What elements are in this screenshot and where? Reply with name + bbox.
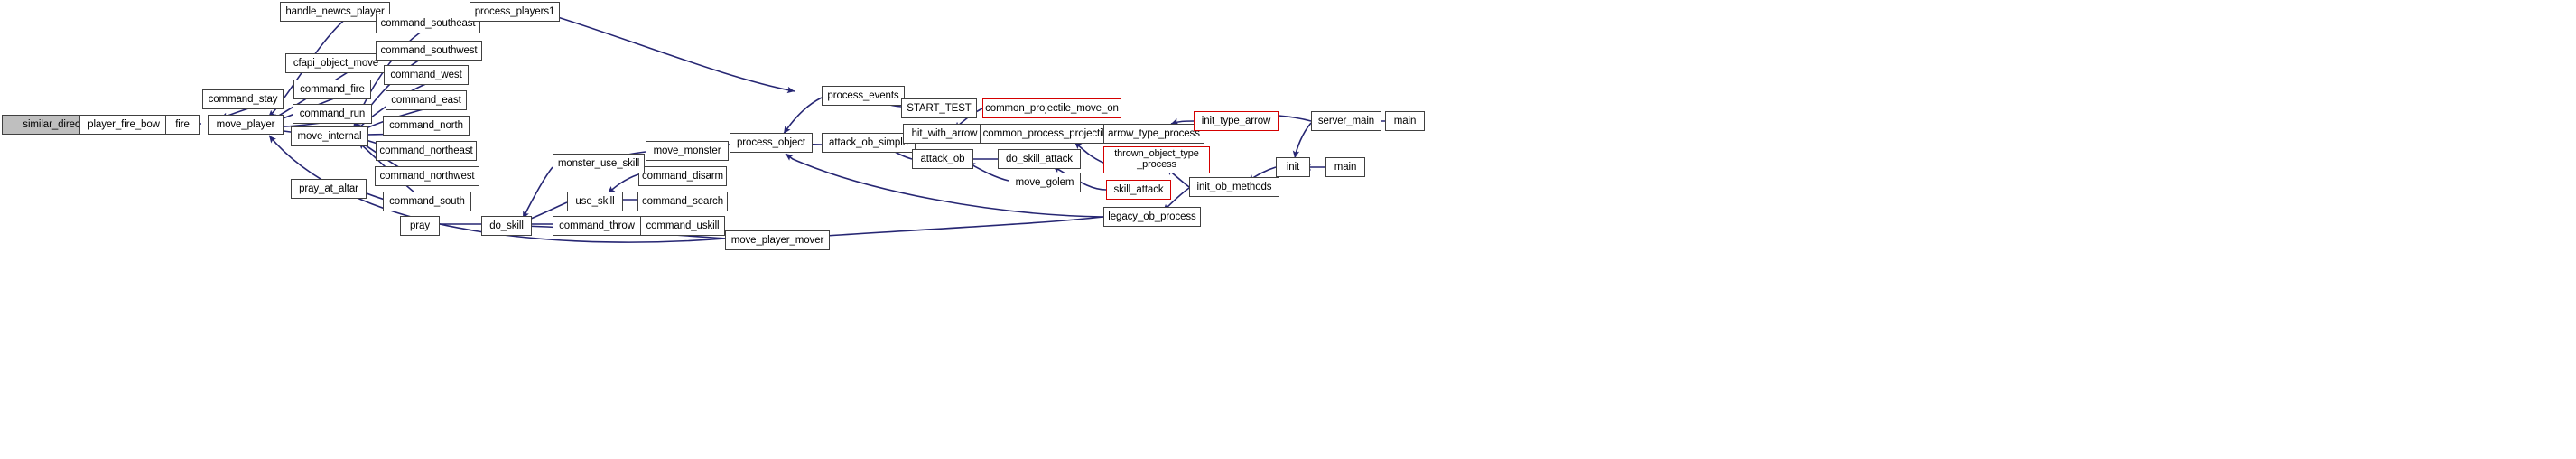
node-label: skill_attack: [1113, 183, 1164, 195]
node-label: use_skill: [575, 195, 615, 207]
node-label: command_southwest: [380, 44, 478, 56]
graph-node-command-south[interactable]: command_south: [383, 192, 471, 211]
graph-node-common-process-projectile[interactable]: common_process_projectile: [980, 124, 1113, 144]
node-label: attack_ob_simple: [829, 136, 908, 148]
graph-node-hit-with-arrow[interactable]: hit_with_arrow: [903, 124, 986, 144]
graph-node-thrown-object-type-process[interactable]: thrown_object_type _process: [1103, 146, 1210, 173]
node-label: legacy_ob_process: [1108, 211, 1196, 222]
graph-node-move-golem[interactable]: move_golem: [1009, 173, 1081, 192]
node-label: common_process_projectile: [982, 127, 1111, 139]
graph-node-command-run[interactable]: command_run: [293, 104, 372, 124]
node-label: init_type_arrow: [1201, 115, 1271, 126]
graph-node-use-skill[interactable]: use_skill: [567, 192, 623, 211]
node-label: process_events: [827, 89, 899, 101]
graph-node-command-northwest[interactable]: command_northwest: [375, 166, 479, 186]
node-label: command_south: [389, 195, 465, 207]
node-label: command_north: [389, 119, 463, 131]
node-label: init: [1286, 161, 1300, 173]
graph-node-command-search[interactable]: command_search: [637, 192, 728, 211]
graph-node-pray[interactable]: pray: [400, 216, 440, 236]
graph-node-fire[interactable]: fire: [165, 115, 200, 135]
graph-node-attack-ob[interactable]: attack_ob: [912, 149, 973, 169]
node-label: START_TEST: [907, 102, 972, 114]
graph-node-process-events[interactable]: process_events: [822, 86, 905, 106]
graph-node-cfapi-object-move[interactable]: cfapi_object_move: [285, 53, 386, 73]
node-label: do_skill: [489, 220, 524, 231]
graph-node-server-main[interactable]: server_main: [1311, 111, 1381, 131]
graph-node-arrow-type-process[interactable]: arrow_type_process: [1103, 124, 1204, 144]
node-label: thrown_object_type _process: [1114, 148, 1199, 170]
node-label: handle_newcs_player: [285, 5, 385, 17]
graph-node-command-southeast[interactable]: command_southeast: [376, 14, 480, 33]
graph-node-command-north[interactable]: command_north: [383, 116, 470, 136]
node-label: move_player_mover: [730, 234, 824, 246]
graph-node-handle-newcs-player[interactable]: handle_newcs_player: [280, 2, 390, 22]
graph-node-move-player[interactable]: move_player: [208, 115, 284, 135]
node-label: command_uskill: [646, 220, 720, 231]
graph-node-start-test[interactable]: START_TEST: [901, 98, 977, 118]
node-label: command_northeast: [379, 145, 473, 156]
graph-node-init-type-arrow[interactable]: init_type_arrow: [1194, 111, 1279, 131]
graph-node-command-west[interactable]: command_west: [384, 65, 469, 85]
node-label: command_disarm: [642, 170, 723, 182]
graph-node-player-fire-bow[interactable]: player_fire_bow: [79, 115, 168, 135]
graph-node-common-projectile-move-on[interactable]: common_projectile_move_on: [982, 98, 1121, 118]
graph-node-command-east[interactable]: command_east: [386, 90, 467, 110]
graph-node-main-bottom[interactable]: main: [1325, 157, 1365, 177]
graph-node-command-southwest[interactable]: command_southwest: [376, 41, 482, 61]
node-label: process_players1: [474, 5, 555, 17]
node-label: main: [1393, 115, 1417, 126]
node-label: pray_at_altar: [299, 183, 358, 194]
graph-node-command-disarm[interactable]: command_disarm: [638, 166, 727, 186]
graph-node-process-object[interactable]: process_object: [730, 133, 813, 153]
node-label: command_stay: [208, 93, 278, 105]
node-label: monster_use_skill: [557, 157, 640, 169]
graph-node-move-internal[interactable]: move_internal: [291, 126, 368, 146]
node-label: fire: [175, 118, 190, 130]
node-label: command_west: [390, 69, 462, 80]
node-label: main: [1334, 161, 1357, 173]
node-label: command_fire: [300, 83, 365, 95]
graph-node-monster-use-skill[interactable]: monster_use_skill: [553, 154, 645, 173]
node-label: command_search: [641, 195, 723, 207]
node-label: command_east: [391, 94, 461, 106]
graph-node-legacy-ob-process[interactable]: legacy_ob_process: [1103, 207, 1201, 227]
graph-node-do-skill[interactable]: do_skill: [481, 216, 532, 236]
graph-node-init[interactable]: init: [1276, 157, 1310, 177]
node-label: move_internal: [297, 130, 362, 142]
graph-node-command-northeast[interactable]: command_northeast: [376, 141, 477, 161]
node-label: move_monster: [653, 145, 721, 156]
node-label: do_skill_attack: [1006, 153, 1073, 164]
node-label: server_main: [1317, 115, 1375, 126]
graph-node-process-players1[interactable]: process_players1: [470, 2, 560, 22]
graph-node-pray-at-altar[interactable]: pray_at_altar: [291, 179, 367, 199]
graph-node-command-fire[interactable]: command_fire: [293, 80, 371, 99]
graph-node-init-ob-methods[interactable]: init_ob_methods: [1189, 177, 1279, 197]
node-label: player_fire_bow: [88, 118, 160, 130]
node-label: attack_ob: [920, 153, 965, 164]
node-label: command_throw: [559, 220, 635, 231]
graph-node-command-uskill[interactable]: command_uskill: [640, 216, 725, 236]
node-label: command_northwest: [379, 170, 475, 182]
node-label: hit_with_arrow: [911, 127, 978, 139]
graph-node-command-stay[interactable]: command_stay: [202, 89, 284, 109]
node-label: move_player: [216, 118, 275, 130]
graph-node-main-top[interactable]: main: [1385, 111, 1425, 131]
node-label: init_ob_methods: [1196, 181, 1272, 192]
graph-node-move-player-mover[interactable]: move_player_mover: [725, 230, 830, 250]
graph-node-command-throw[interactable]: command_throw: [553, 216, 641, 236]
node-label: cfapi_object_move: [293, 57, 379, 69]
node-label: move_golem: [1015, 176, 1074, 188]
graph-node-attack-ob-simple[interactable]: attack_ob_simple: [822, 133, 916, 153]
graph-node-skill-attack[interactable]: skill_attack: [1106, 180, 1171, 200]
node-label: command_run: [299, 108, 366, 119]
node-label: common_projectile_move_on: [985, 102, 1119, 114]
node-label: process_object: [737, 136, 805, 148]
node-label: arrow_type_process: [1108, 127, 1200, 139]
graph-node-move-monster[interactable]: move_monster: [646, 141, 729, 161]
node-label: command_southeast: [380, 17, 476, 29]
graph-node-do-skill-attack[interactable]: do_skill_attack: [998, 149, 1081, 169]
node-label: pray: [410, 220, 430, 231]
